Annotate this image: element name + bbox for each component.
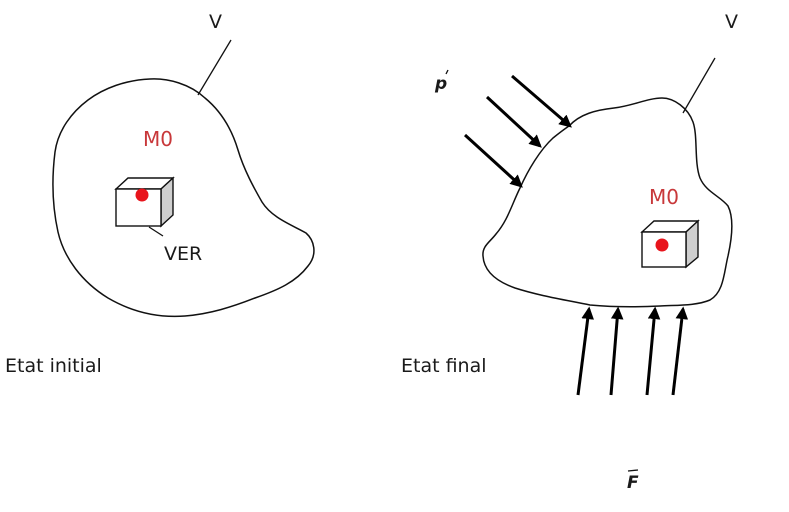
final-volume-pointer-line [682,57,716,114]
initial-body-outline [52,78,315,318]
initial-material-point [135,188,149,202]
initial-volume-pointer-line [197,39,232,96]
final-point-label: M0 [649,185,679,209]
final-volume-label: V [725,11,738,33]
pressure-vector-mark [445,69,449,75]
initial-volume-label: V [209,11,222,33]
initial-ver-label: VER [164,243,202,265]
pressure-arrow [485,95,542,148]
final-state-panel: V M0 p F Etat final [401,11,738,493]
final-ver-cube [640,219,700,269]
pressure-arrow [511,74,572,128]
initial-state-caption: Etat initial [5,355,102,377]
force-arrow [576,306,594,396]
pressure-arrows [463,74,572,188]
pressure-label: p [434,74,447,94]
initial-point-label: M0 [143,127,173,151]
force-arrows [576,306,689,396]
pressure-arrow [463,133,523,188]
force-arrow [645,306,661,396]
initial-ver-cube [114,176,175,228]
final-material-point [655,238,669,252]
force-arrow [671,306,689,396]
force-label: F [627,473,639,493]
initial-state-panel: V M0 VER Etat initial [5,11,315,377]
final-body-outline [482,97,733,308]
force-vector-arrow [627,469,639,472]
initial-ver-pointer-line [148,226,164,237]
force-arrow [609,306,624,396]
final-state-caption: Etat final [401,355,487,377]
